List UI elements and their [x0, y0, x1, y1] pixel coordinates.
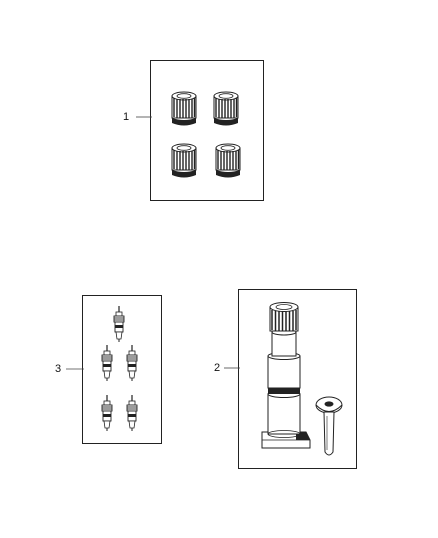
- valve-cap-icon: [213, 91, 239, 127]
- valve-cap-icon: [171, 143, 197, 179]
- valve-cap-icon: [215, 143, 241, 179]
- callout-label-1: 1: [123, 111, 130, 123]
- valve-core-icon: [113, 305, 125, 343]
- tpms-valve-stem-icon: [261, 302, 311, 449]
- valve-core-icon: [126, 344, 138, 382]
- callout-label-2: 2: [214, 362, 221, 374]
- box-valve-stem: [238, 289, 357, 469]
- valve-core-icon: [101, 344, 113, 382]
- screw-icon: [315, 396, 343, 456]
- box-valve-caps: [150, 60, 264, 201]
- valve-core-icon: [126, 394, 138, 432]
- callout-label-3: 3: [55, 363, 62, 375]
- valve-cap-icon: [171, 91, 197, 127]
- valve-core-icon: [101, 394, 113, 432]
- box-valve-cores: [82, 295, 162, 444]
